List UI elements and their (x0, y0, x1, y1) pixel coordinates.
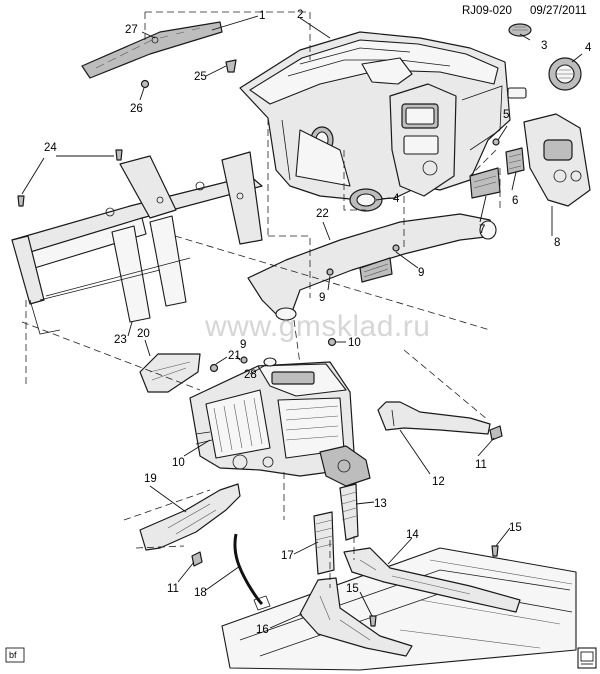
vent-3 (508, 23, 532, 37)
clip-11a (489, 425, 503, 441)
bolt-24a (115, 149, 123, 161)
fastener-15b (369, 615, 377, 627)
callout-10-hvac: 10 (172, 457, 185, 469)
clip-26 (140, 79, 150, 89)
cross-car-beam (11, 151, 263, 335)
corner-tag: bf (5, 647, 25, 663)
hose-18 (233, 533, 271, 611)
clip-9a (326, 268, 334, 276)
callout-19: 19 (144, 473, 157, 485)
callout-27: 27 (125, 24, 138, 36)
callout-15-left: 15 (346, 583, 359, 595)
clip-11b (191, 551, 203, 567)
hvac-module (189, 361, 371, 487)
vent-4-right (548, 57, 582, 91)
callout-1: 1 (259, 10, 265, 22)
callout-16: 16 (256, 624, 269, 636)
leader-lines (21, 15, 583, 629)
clip-9c (240, 356, 248, 364)
duct-16 (299, 577, 413, 657)
duct-17 (313, 511, 335, 575)
corner-tag-label: bf (9, 650, 17, 660)
callout-9-left: 9 (240, 339, 246, 351)
document-icon (577, 647, 597, 669)
bezel-8 (523, 113, 591, 207)
callout-28: 28 (244, 369, 257, 381)
bolt-24b (17, 195, 25, 207)
callouts: 1 2 3 4 4 5 6 7 8 9 9 9 10 10 11 11 12 1… (44, 9, 592, 636)
clip-25 (225, 59, 237, 73)
callout-10-fastener: 10 (348, 337, 361, 349)
callout-26: 26 (130, 103, 143, 115)
callout-8: 8 (554, 237, 560, 249)
fastener-15a (491, 545, 499, 557)
callout-15-right: 15 (509, 522, 522, 534)
instrument-panel (239, 31, 527, 201)
duct-14 (343, 547, 521, 613)
vent-6 (505, 147, 525, 175)
callout-17: 17 (281, 550, 294, 562)
seal-28 (263, 357, 277, 367)
duct-13 (339, 483, 359, 541)
duct-12 (377, 401, 491, 435)
callout-9-low: 9 (319, 292, 325, 304)
callout-22: 22 (316, 208, 329, 220)
callout-14: 14 (406, 529, 419, 541)
defroster-grille (81, 21, 223, 79)
diagram-id: RJ09-020 (462, 5, 512, 17)
diagram-date: 09/27/2011 (530, 5, 587, 17)
vent-7 (469, 167, 501, 199)
callout-11-left: 11 (167, 583, 179, 595)
callout-25: 25 (194, 71, 207, 83)
callout-12: 12 (432, 476, 445, 488)
callout-23: 23 (114, 334, 127, 346)
callout-21: 21 (228, 350, 241, 362)
watermark: www.gmsklad.ru (204, 310, 430, 343)
callout-13: 13 (374, 498, 387, 510)
callout-18: 18 (194, 587, 207, 599)
clip-5 (492, 138, 500, 146)
callout-6: 6 (512, 195, 518, 207)
callout-20: 20 (137, 328, 150, 340)
duct-19 (139, 483, 241, 551)
callout-5: 5 (503, 109, 509, 121)
clip-9b (392, 244, 400, 252)
callout-4-right: 4 (585, 42, 592, 54)
duct-20 (139, 353, 201, 393)
callout-3: 3 (541, 40, 547, 52)
callout-24: 24 (44, 142, 57, 154)
air-duct-22 (247, 213, 497, 321)
fastener-10a (327, 337, 337, 347)
callout-2: 2 (297, 9, 303, 21)
clip-21 (209, 363, 219, 373)
callout-7: 7 (479, 224, 485, 236)
callout-11-right: 11 (475, 459, 487, 471)
callout-9-mid: 9 (418, 267, 424, 279)
vent-4-left (349, 188, 383, 212)
callout-4-left: 4 (393, 193, 400, 205)
alignment-lines (21, 11, 501, 588)
